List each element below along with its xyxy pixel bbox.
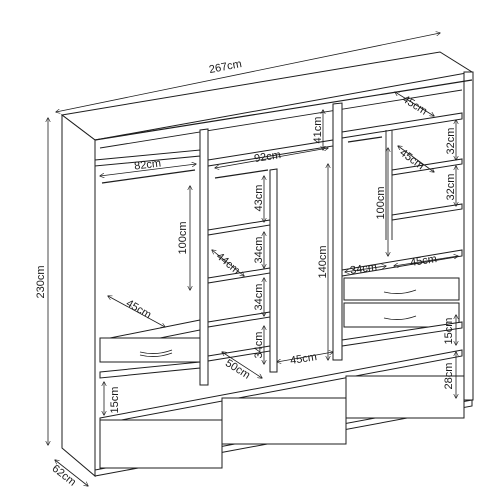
bottom-drawer-1 [99,419,223,469]
overall-height-label: 230cm [35,265,47,298]
left-drawer-depth-label: 45cm [124,297,153,321]
right-internal-drawers [341,277,463,347]
long-hanging-height-label: 140cm [317,245,329,278]
right-hanging-height-label: 100cm [375,186,387,219]
middle-top-height-label: 41cm [312,117,324,144]
right-hanging-width-label: 34cm [349,261,377,277]
right-top-depth-label: 45cm [400,93,429,117]
right-drawer-height-label: 15cm [443,318,455,345]
right-shelf-height-2-label: 32cm [445,174,457,201]
bottom-drawer-3 [345,375,465,419]
long-hanging-width-label: 45cm [289,351,317,367]
middle-shelf-1 [207,219,271,236]
dimension-lines [48,33,458,486]
left-hanging-rail [101,169,196,184]
left-drawer-front-1 [99,337,201,363]
middle-shelf-height-1-label: 43cm [253,185,265,212]
right-side-panel [463,71,474,401]
divider-1 [199,128,209,386]
middle-shelf-height-2-label: 34cm [253,237,265,264]
bottom-drawer-2 [221,397,347,445]
right-top-shelf [341,112,463,139]
middle-shelf-height-4-label: 34cm [253,332,265,359]
divider-2 [332,102,343,361]
middle-top-width-label: 92cm [253,149,281,165]
middle-shelf-depth-label: 50cm [223,357,252,381]
middle-shelf-height-3-label: 34cm [253,284,265,311]
overall-width-label: 267cm [208,58,243,76]
right-shelf-width-label: 45cm [409,253,437,269]
right-drawer-front-1 [343,277,460,301]
left-hanging-height-label: 100cm [177,221,189,254]
left-side-panel [61,113,96,478]
right-shelf-height-1-label: 32cm [445,128,457,155]
left-rail-width-label: 82cm [134,157,162,172]
right-shelf-2 [391,203,463,221]
right-bottom-height-label: 28cm [443,363,455,390]
left-internal-drawers [99,319,201,379]
middle-shelf-3 [207,311,271,328]
divider-middle [269,168,278,373]
right-drawer-front-2 [343,302,460,328]
bottom-drawers [99,349,465,469]
left-drawer-height-label: 15cm [109,387,121,414]
